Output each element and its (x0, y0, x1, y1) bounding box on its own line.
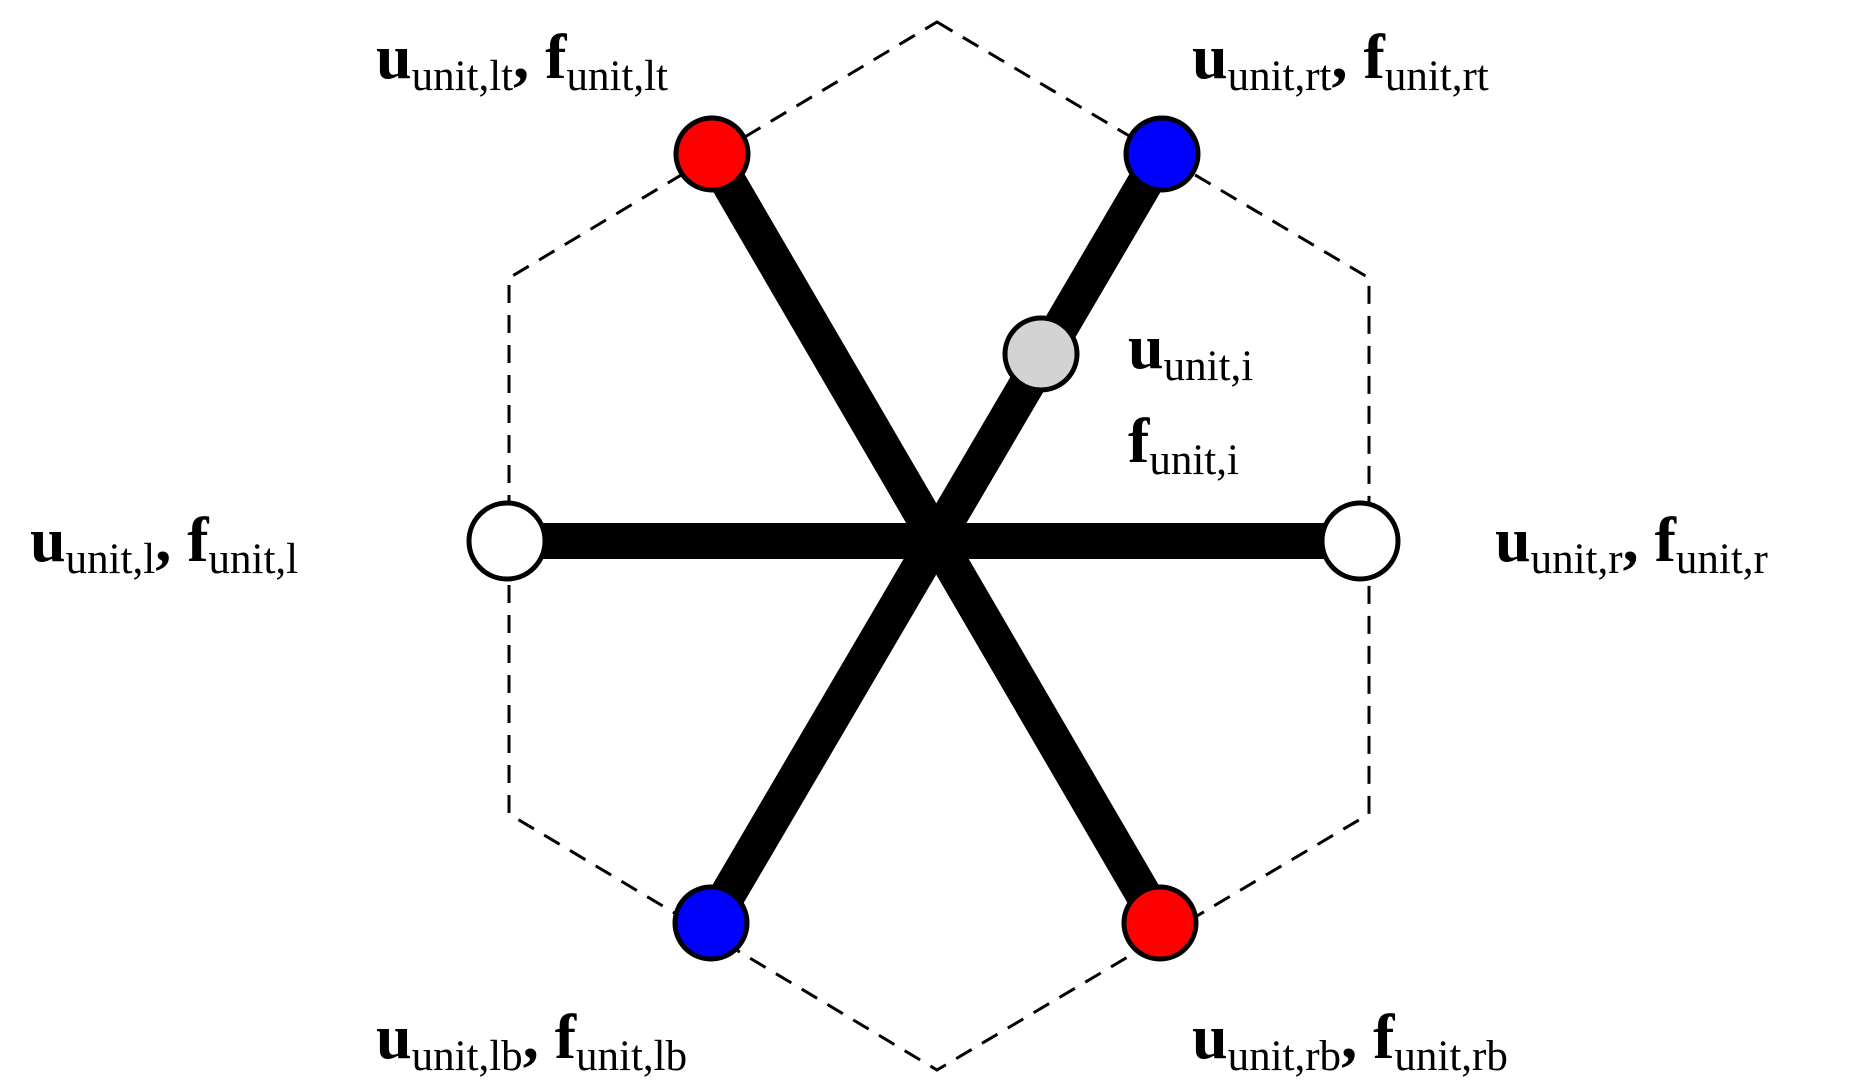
label-lb-f: f (555, 1001, 577, 1072)
label-rb-f-sub: unit,rb (1394, 1033, 1507, 1080)
label-rb-u: u (1192, 1001, 1228, 1072)
label-rb-sep: , (1341, 1001, 1373, 1072)
label-i-u: uunit,i (1108, 311, 1265, 390)
label-i-u-sub: unit,i (1164, 343, 1254, 390)
label-lt-f: f (545, 21, 567, 92)
hexagon-outline (507, 20, 1371, 1072)
label-l-u-sub: unit,l (66, 536, 156, 583)
label-lb-sep: , (523, 1001, 555, 1072)
label-r-u: u (1495, 504, 1531, 575)
label-lb-u: u (376, 1001, 412, 1072)
label-lt-sep: , (513, 21, 545, 92)
node-lt (673, 115, 751, 193)
label-l-u: u (30, 504, 66, 575)
label-l: uunit,l, funit,l (10, 504, 310, 583)
label-r-sep: , (1623, 504, 1655, 575)
label-i-f-main: f (1128, 405, 1150, 476)
label-lt-f-sub: unit,lt (566, 53, 668, 100)
label-l-sep: , (155, 504, 187, 575)
label-rb-u-sub: unit,rb (1228, 1033, 1341, 1080)
node-l (466, 500, 548, 582)
label-r: uunit,r, funit,r (1475, 504, 1780, 583)
node-r (1319, 500, 1401, 582)
label-l-f: f (187, 504, 209, 575)
label-rt: uunit,rt, funit,rt (1172, 21, 1501, 100)
label-rb: uunit,rb, funit,rb (1172, 1001, 1520, 1080)
label-rb-f: f (1373, 1001, 1395, 1072)
node-rb (1121, 884, 1199, 962)
label-r-f-sub: unit,r (1676, 536, 1768, 583)
label-lb: uunit,lb, funit,lb (356, 1001, 699, 1080)
node-rt (1123, 115, 1201, 193)
label-r-u-sub: unit,r (1531, 536, 1623, 583)
node-lb (672, 884, 750, 962)
label-rt-u-sub: unit,rt (1228, 53, 1332, 100)
label-lt-u: u (376, 21, 412, 92)
label-rt-f-sub: unit,rt (1385, 53, 1489, 100)
label-r-f: f (1655, 504, 1677, 575)
label-rt-u: u (1192, 21, 1228, 92)
bars (489, 136, 1378, 941)
label-lb-f-sub: unit,lb (576, 1033, 687, 1080)
node-i (1002, 315, 1080, 393)
label-i-f-sub: unit,i (1149, 437, 1239, 484)
label-lt: uunit,lt, funit,lt (356, 21, 680, 100)
label-rt-f: f (1364, 21, 1386, 92)
label-rt-sep: , (1332, 21, 1364, 92)
label-l-f-sub: unit,l (209, 536, 299, 583)
label-lb-u-sub: unit,lb (412, 1033, 523, 1080)
label-lt-u-sub: unit,lt (412, 53, 514, 100)
label-i-f: funit,i (1108, 405, 1251, 484)
label-i-u-main: u (1128, 311, 1164, 382)
